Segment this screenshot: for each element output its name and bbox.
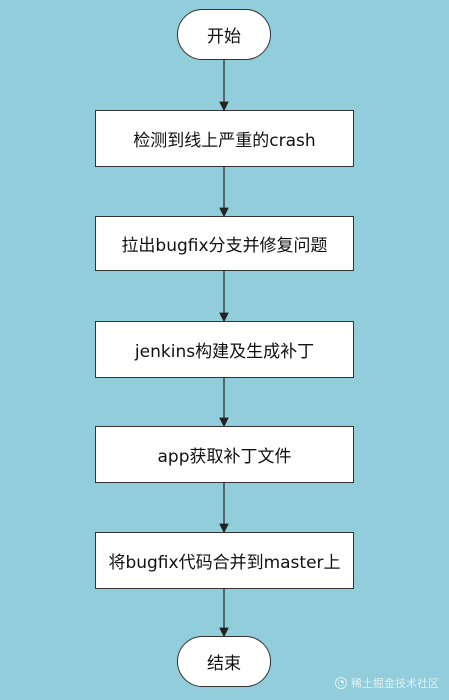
end-node: 结束 [177, 636, 271, 687]
end-label: 结束 [207, 654, 241, 674]
process-step-3-label: jenkins构建及生成补丁 [134, 342, 315, 362]
watermark-text: 稀土掘金技术社区 [351, 677, 439, 690]
start-label: 开始 [207, 27, 241, 47]
juejin-logo-icon: ◔ [335, 677, 347, 689]
process-step-2: 拉出bugfix分支并修复问题 [95, 216, 354, 271]
process-step-5-label: 将bugfix代码合并到master上 [108, 553, 341, 573]
process-step-4-label: app获取补丁文件 [157, 447, 292, 467]
start-node: 开始 [177, 9, 271, 60]
process-step-1-label: 检测到线上严重的crash [133, 131, 316, 151]
process-step-1: 检测到线上严重的crash [95, 110, 354, 167]
process-step-4: app获取补丁文件 [95, 426, 354, 483]
process-step-2-label: 拉出bugfix分支并修复问题 [121, 236, 328, 256]
watermark: ◔ 稀土掘金技术社区 [335, 675, 439, 691]
process-step-3: jenkins构建及生成补丁 [95, 321, 354, 378]
process-step-5: 将bugfix代码合并到master上 [95, 532, 354, 589]
